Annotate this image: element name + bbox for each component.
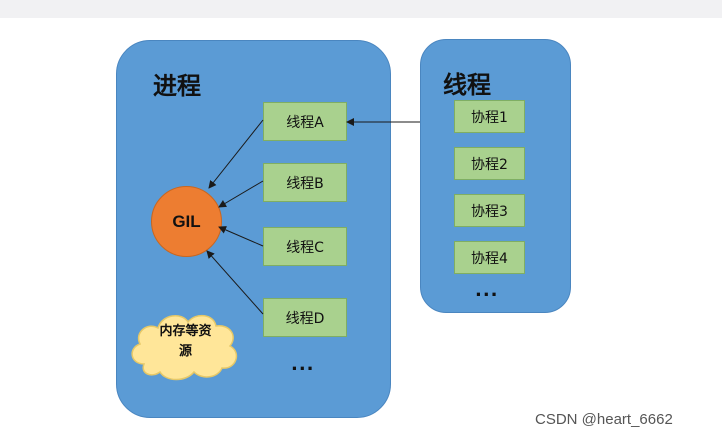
coroutine-box-2: 协程2	[454, 147, 525, 180]
memory-label: 内存等资源	[159, 324, 212, 359]
thread-box-b: 线程B	[263, 163, 347, 202]
top-bar	[0, 0, 722, 18]
coroutine-box-4: 协程4	[454, 241, 525, 274]
thread-ellipsis: ...	[475, 280, 499, 301]
thread-box-c: 线程C	[263, 227, 347, 266]
coroutine-box-3: 协程3	[454, 194, 525, 227]
thread-title: 线程	[443, 71, 491, 99]
thread-box-d: 线程D	[263, 298, 347, 337]
memory-cloud-icon	[131, 314, 238, 381]
thread-box-a: 线程A	[263, 102, 347, 141]
coroutine-box-1: 协程1	[454, 100, 525, 133]
gil-label: GIL	[172, 211, 201, 231]
watermark: CSDN @heart_6662	[535, 411, 673, 428]
gil-circle: GIL	[151, 186, 222, 257]
process-title: 进程	[153, 72, 201, 100]
process-ellipsis: ...	[291, 354, 315, 375]
